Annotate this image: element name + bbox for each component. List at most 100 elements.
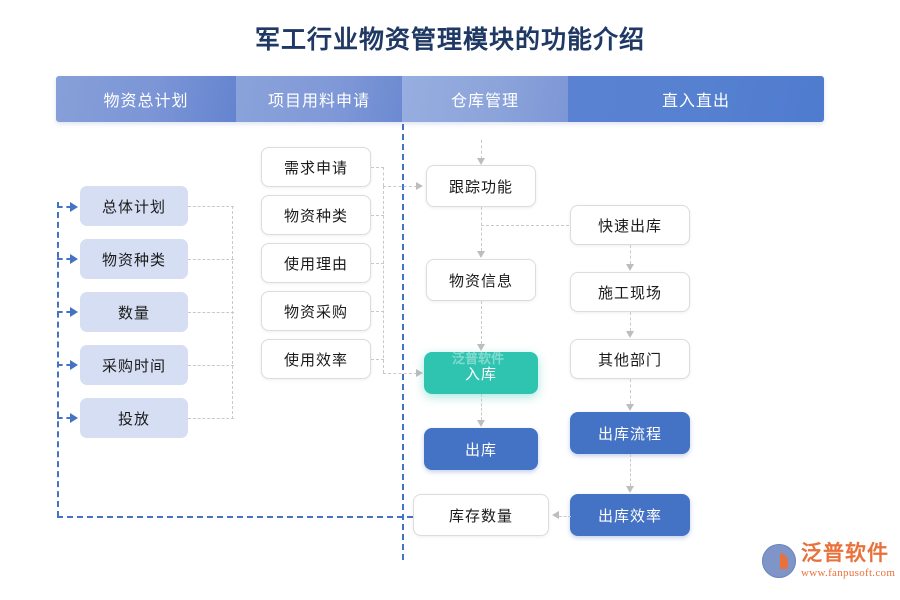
node-xuqiushenqing[interactable]: 需求申请 <box>261 147 371 187</box>
node-label: 物资种类 <box>283 207 348 225</box>
blue-stub-1 <box>57 258 72 260</box>
node-wuziinfo[interactable]: 物资信息 <box>426 259 536 301</box>
node-label: 需求申请 <box>283 159 348 177</box>
node-shiyongliyou[interactable]: 使用理由 <box>261 243 371 283</box>
header-column-xiangmuyongliaoshenqing[interactable]: 项目用料申请 <box>236 76 402 122</box>
brand-name: 泛普软件 <box>801 542 889 565</box>
node-label: 施工现场 <box>597 284 662 302</box>
arrow-into-caigoushijian <box>70 360 78 370</box>
blue-stub-2 <box>57 311 72 313</box>
node-chuku[interactable]: 出库 <box>424 428 538 470</box>
node-wuzizhonglei-plan[interactable]: 物资种类 <box>80 239 188 279</box>
brand-logo: 泛普软件 www.fanpusoft.com <box>762 543 895 591</box>
page-title: 军工行业物资管理模块的功能介绍 <box>254 27 645 54</box>
gray-feed-genzong <box>383 186 417 187</box>
gray-stub-request-2 <box>371 263 384 264</box>
node-label: 快速出库 <box>597 217 662 235</box>
header-column-wuzizongjihua[interactable]: 物资总计划 <box>56 76 236 122</box>
gray-flow-wuziinfo-to-ruku <box>481 301 482 344</box>
arrow-down-into-chuku <box>477 420 485 427</box>
node-shigongxianchang[interactable]: 施工现场 <box>570 272 690 312</box>
node-label: 物资种类 <box>101 251 166 269</box>
header-band: 物资总计划 项目用料申请 仓库管理 直入直出 <box>56 76 824 122</box>
gray-stub-request-0 <box>371 167 384 168</box>
node-chukuliucheng[interactable]: 出库流程 <box>570 412 690 454</box>
gray-feed-ruku <box>383 373 417 374</box>
gray-flow-liucheng-to-xiaolv <box>630 454 631 486</box>
gray-stub-plan-0 <box>188 206 234 207</box>
gray-bus-request-upper <box>383 167 384 186</box>
arrow-down-into-shigongxianchang <box>626 264 634 271</box>
gray-stub-request-4 <box>371 359 384 360</box>
arrow-down-into-ruku <box>477 344 485 351</box>
node-shiyongxiaolv[interactable]: 使用效率 <box>261 339 371 379</box>
node-label: 投放 <box>117 410 150 428</box>
node-label: 采购时间 <box>101 357 166 375</box>
gray-bus-request-lower <box>383 186 384 373</box>
arrow-into-ruku <box>416 369 423 377</box>
gray-flow-shigong-to-qita <box>630 312 631 331</box>
arrow-into-toufang <box>70 413 78 423</box>
blue-bus-vertical-divider <box>402 124 404 560</box>
node-label: 出库效率 <box>597 507 662 525</box>
gray-flow-ruku-to-chuku <box>481 394 482 420</box>
arrow-down-into-chukuxiaolv <box>626 486 634 493</box>
blue-bus-horizontal-bottom <box>57 516 413 518</box>
node-chukuxiaolv[interactable]: 出库效率 <box>570 494 690 536</box>
brand-url: www.fanpusoft.com <box>801 567 896 579</box>
node-label: 库存数量 <box>448 507 513 525</box>
node-label: 出库 <box>464 441 497 459</box>
gray-flow-qita-to-liucheng <box>630 379 631 404</box>
node-shuliang[interactable]: 数量 <box>80 292 188 332</box>
arrow-down-into-chukuliucheng <box>626 404 634 411</box>
node-label: 其他部门 <box>597 351 662 369</box>
arrow-into-kucunshuliang <box>552 511 559 519</box>
node-qitabumen[interactable]: 其他部门 <box>570 339 690 379</box>
node-wuzizhonglei-request[interactable]: 物资种类 <box>261 195 371 235</box>
node-label: 物资采购 <box>283 303 348 321</box>
gray-flow-kuaisu-to-shigong <box>630 245 631 264</box>
gray-branch-genzong-to-kuaisu <box>481 225 569 226</box>
gray-stub-plan-4 <box>188 418 234 419</box>
gray-stub-plan-1 <box>188 259 234 260</box>
node-label: 入库 <box>464 365 497 383</box>
node-label: 物资信息 <box>448 272 513 290</box>
header-column-zhiruzhichu[interactable]: 直入直出 <box>568 76 824 122</box>
node-caigoushijian[interactable]: 采购时间 <box>80 345 188 385</box>
header-column-cangkuguanli[interactable]: 仓库管理 <box>402 76 568 122</box>
blue-stub-4 <box>57 417 72 419</box>
arrow-down-into-genzonggongneng <box>477 158 485 165</box>
node-wuzicaigou[interactable]: 物资采购 <box>261 291 371 331</box>
blue-stub-0 <box>57 206 72 208</box>
gray-stub-request-3 <box>371 311 384 312</box>
gray-link-xiaolv-to-kucun <box>559 516 571 517</box>
arrow-into-wuzizhonglei-plan <box>70 254 78 264</box>
blue-bus-vertical-left <box>57 202 59 517</box>
arrow-into-zongtijihua <box>70 202 78 212</box>
brand-text: 泛普软件 www.fanpusoft.com <box>801 543 895 579</box>
node-label: 使用效率 <box>283 351 348 369</box>
gray-bus-plan <box>232 206 233 419</box>
node-label: 跟踪功能 <box>448 178 513 196</box>
gray-stub-plan-3 <box>188 365 234 366</box>
node-label: 数量 <box>117 304 150 322</box>
gray-flow-header-to-genzong <box>481 140 482 159</box>
node-toufang[interactable]: 投放 <box>80 398 188 438</box>
node-label: 总体计划 <box>101 198 166 216</box>
fanpu-logo-icon <box>762 544 796 578</box>
blue-stub-3 <box>57 364 72 366</box>
node-genzonggongneng[interactable]: 跟踪功能 <box>426 165 536 207</box>
arrow-down-into-qitabumen <box>626 331 634 338</box>
arrow-into-genzonggongneng <box>416 182 423 190</box>
node-label: 出库流程 <box>597 425 662 443</box>
node-kuaisuchuku[interactable]: 快速出库 <box>570 205 690 245</box>
node-label: 使用理由 <box>283 255 348 273</box>
node-kucunshuliang[interactable]: 库存数量 <box>413 494 549 536</box>
node-zongtijihua[interactable]: 总体计划 <box>80 186 188 226</box>
arrow-down-into-wuziinfo <box>477 251 485 258</box>
arrow-into-shuliang <box>70 307 78 317</box>
node-ruku[interactable]: 入库 <box>424 352 538 394</box>
gray-stub-plan-2 <box>188 312 234 313</box>
gray-stub-request-1 <box>371 215 384 216</box>
